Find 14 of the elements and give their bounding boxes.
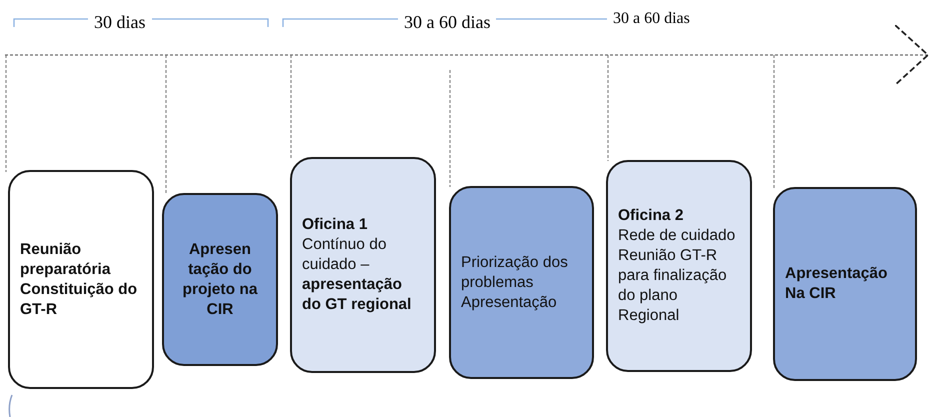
step-title: Oficina 2 xyxy=(618,206,684,226)
step-text: Reunião preparatória Constituição do GT-R xyxy=(20,240,138,320)
step-title: Oficina 1 xyxy=(302,215,368,235)
step-box xyxy=(449,186,594,379)
step-text: Apresen tação do projeto na CIR xyxy=(182,240,259,320)
step-box xyxy=(773,187,917,381)
step-text: Contínuo do cuidado – apresentação do GT regional xyxy=(302,235,412,315)
step-box xyxy=(606,160,752,372)
step-box xyxy=(290,157,436,373)
step-box xyxy=(162,193,278,366)
step-text: Apresentação Na CIR xyxy=(785,264,889,304)
step-text: Rede de cuidado Reunião GT-R para finalização do plano Regional xyxy=(618,226,736,326)
step-text: Priorização dos problemas Apresentação xyxy=(461,252,569,312)
step-box xyxy=(8,170,154,389)
